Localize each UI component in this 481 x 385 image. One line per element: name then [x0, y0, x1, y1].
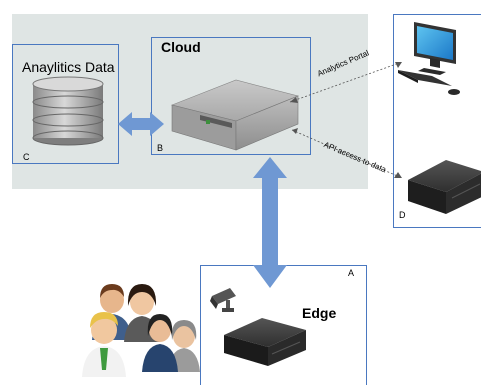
analytics-cloud-arrow: [118, 112, 164, 136]
edge-device-icon: [224, 318, 306, 366]
api-access-line: [291, 129, 403, 179]
analytics-portal-line: [289, 61, 403, 103]
cloud-server-icon: [171, 79, 299, 151]
analytics-box-letter: C: [23, 152, 30, 162]
analytics-data-title: Anaylitics Data: [22, 59, 115, 75]
edge-title: Edge: [302, 305, 337, 321]
camera-icon: [210, 288, 236, 312]
people-group-icon: [82, 284, 200, 377]
edge-box-letter: A: [348, 268, 355, 278]
desktop-computer-icon: [398, 22, 460, 95]
diagram-graphics: [32, 22, 481, 377]
client-server-icon: [408, 160, 481, 214]
cloud-title: Cloud: [161, 39, 201, 55]
client-box-letter: D: [399, 210, 406, 220]
database-icon: [32, 76, 104, 146]
cloud-box-letter: B: [157, 143, 164, 153]
cloud-edge-arrow: [253, 157, 287, 288]
